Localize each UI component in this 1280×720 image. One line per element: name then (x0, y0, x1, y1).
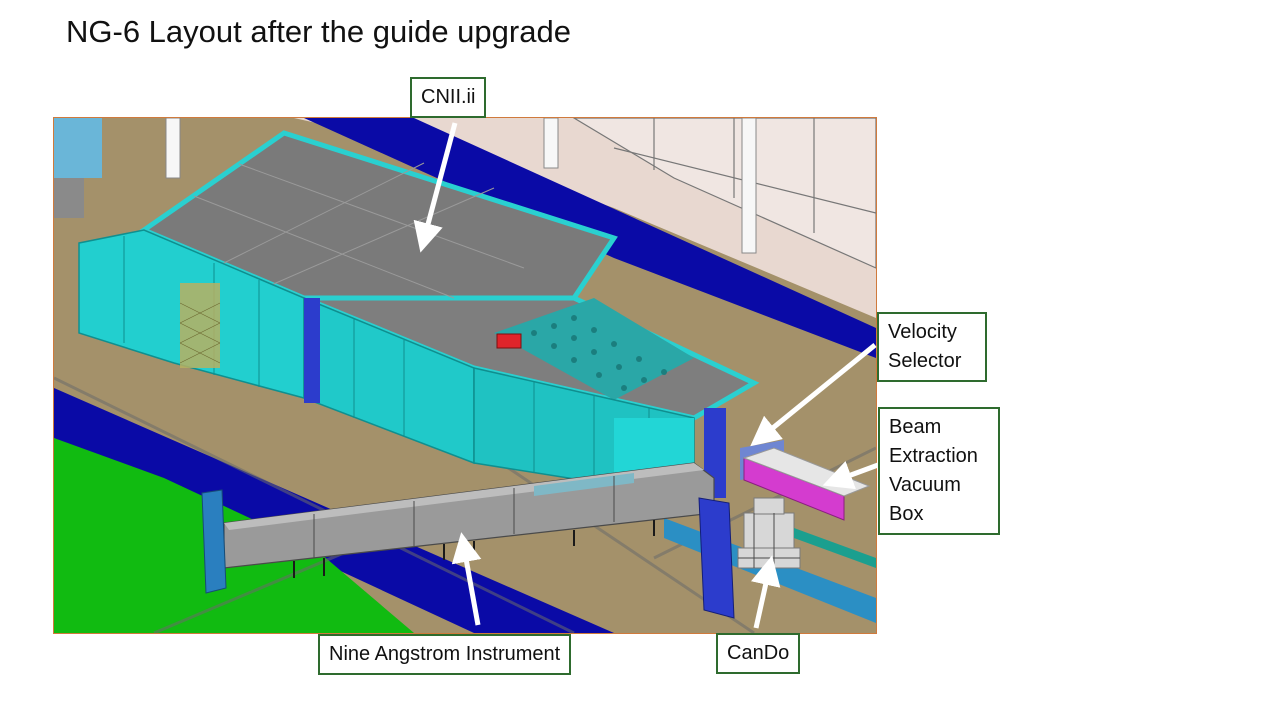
callout-beam-extraction: Beam Extraction Vacuum Box (878, 407, 1000, 535)
guide-seams (313, 476, 615, 558)
callout-cnii: CNII.ii (410, 77, 487, 118)
callout-beam-line-4: Box (889, 503, 924, 525)
callout-velocity-line-1: Velocity (888, 321, 957, 343)
right-rail (794, 528, 876, 568)
callout-cnii-text: CNII.ii (421, 86, 476, 108)
callout-beam-line-3: Vacuum (889, 474, 961, 496)
callout-cando-text: CanDo (727, 642, 790, 664)
layout-drawing (54, 118, 876, 633)
guide-shield-right (698, 497, 735, 619)
callout-nine-angstrom: Nine Angstrom Instrument (318, 634, 572, 675)
callout-velocity-line-2: Selector (888, 350, 962, 372)
callout-beam-line-1: Beam (889, 416, 942, 438)
guide-shield-left (201, 489, 227, 594)
slide-title: NG-6 Layout after the guide upgrade (66, 14, 571, 49)
guide-window (534, 473, 634, 496)
cnii-door-mesh (179, 302, 221, 364)
callout-beam-line-2: Extraction (889, 445, 978, 467)
building-columns (165, 118, 757, 254)
left-wall (54, 118, 102, 178)
left-wall-base (54, 178, 84, 218)
cnii-door (180, 283, 220, 368)
callout-velocity-selector: Velocity Selector (877, 312, 987, 382)
red-hatch (496, 333, 522, 349)
callout-nine-text: Nine Angstrom Instrument (329, 643, 561, 665)
instrument-layout-render (53, 117, 877, 634)
callout-cando: CanDo (716, 633, 801, 674)
panel-holes (531, 315, 667, 391)
